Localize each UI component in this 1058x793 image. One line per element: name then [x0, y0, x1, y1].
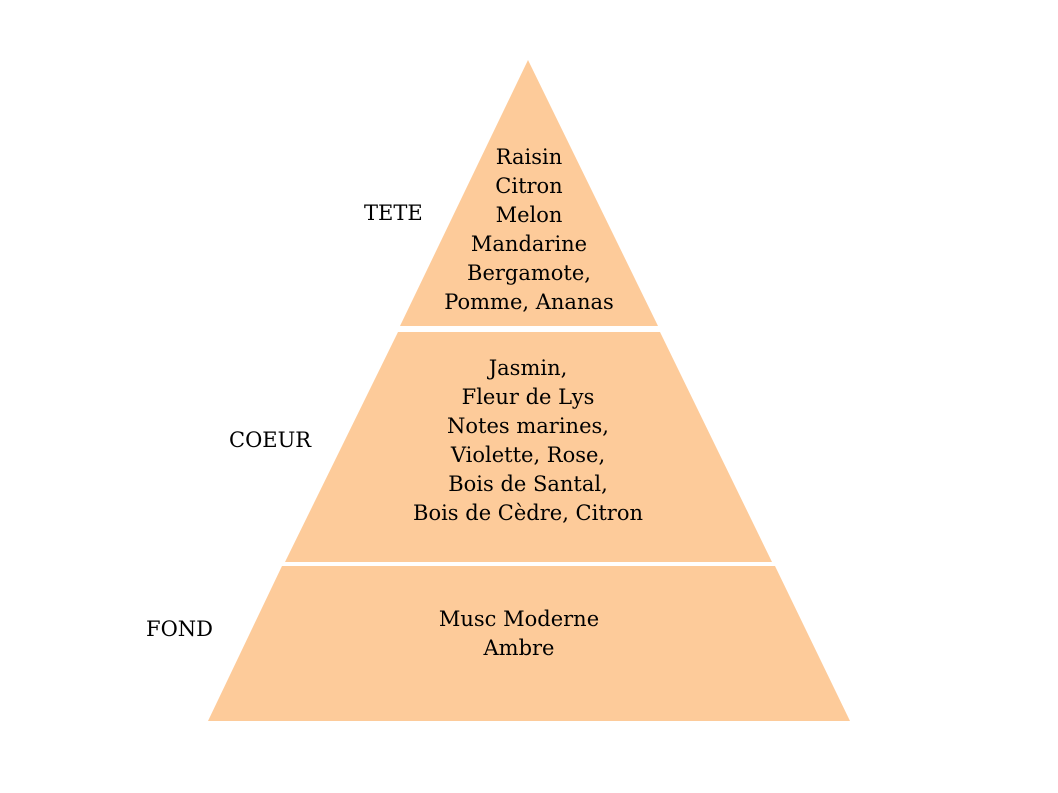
note-item: Notes marines,: [447, 414, 609, 438]
note-item: Raisin: [495, 145, 563, 169]
tier-bottom-shape: [208, 566, 850, 721]
tier-middle-label: COEUR: [229, 428, 312, 452]
note-item: Melon: [495, 203, 563, 227]
note-item: Citron: [495, 174, 563, 198]
note-item: Bois de Santal,: [448, 472, 608, 496]
note-item: Violette, Rose,: [450, 443, 606, 467]
note-item: Bois de Cèdre, Citron: [413, 501, 643, 525]
tier-bottom-notes: Musc Moderne Ambre: [439, 605, 599, 663]
tier-top-notes: Raisin Citron Melon Mandarine Bergamote,…: [444, 143, 614, 317]
note-item: Bergamote,: [467, 261, 591, 285]
note-item: Musc Moderne: [438, 607, 600, 631]
tier-top-shape: [400, 60, 658, 326]
tier-middle-notes: Jasmin, Fleur de Lys Notes marines, Viol…: [413, 354, 643, 528]
note-item: Pomme, Ananas: [444, 290, 614, 314]
tier-top-label: TETE: [364, 201, 423, 225]
note-item: Mandarine: [470, 232, 588, 256]
tier-bottom-label: FOND: [146, 617, 213, 641]
note-item: Ambre: [483, 636, 555, 660]
tier-middle-shape: [285, 332, 772, 562]
note-item: Jasmin,: [488, 356, 568, 380]
note-item: Fleur de Lys: [461, 385, 595, 409]
